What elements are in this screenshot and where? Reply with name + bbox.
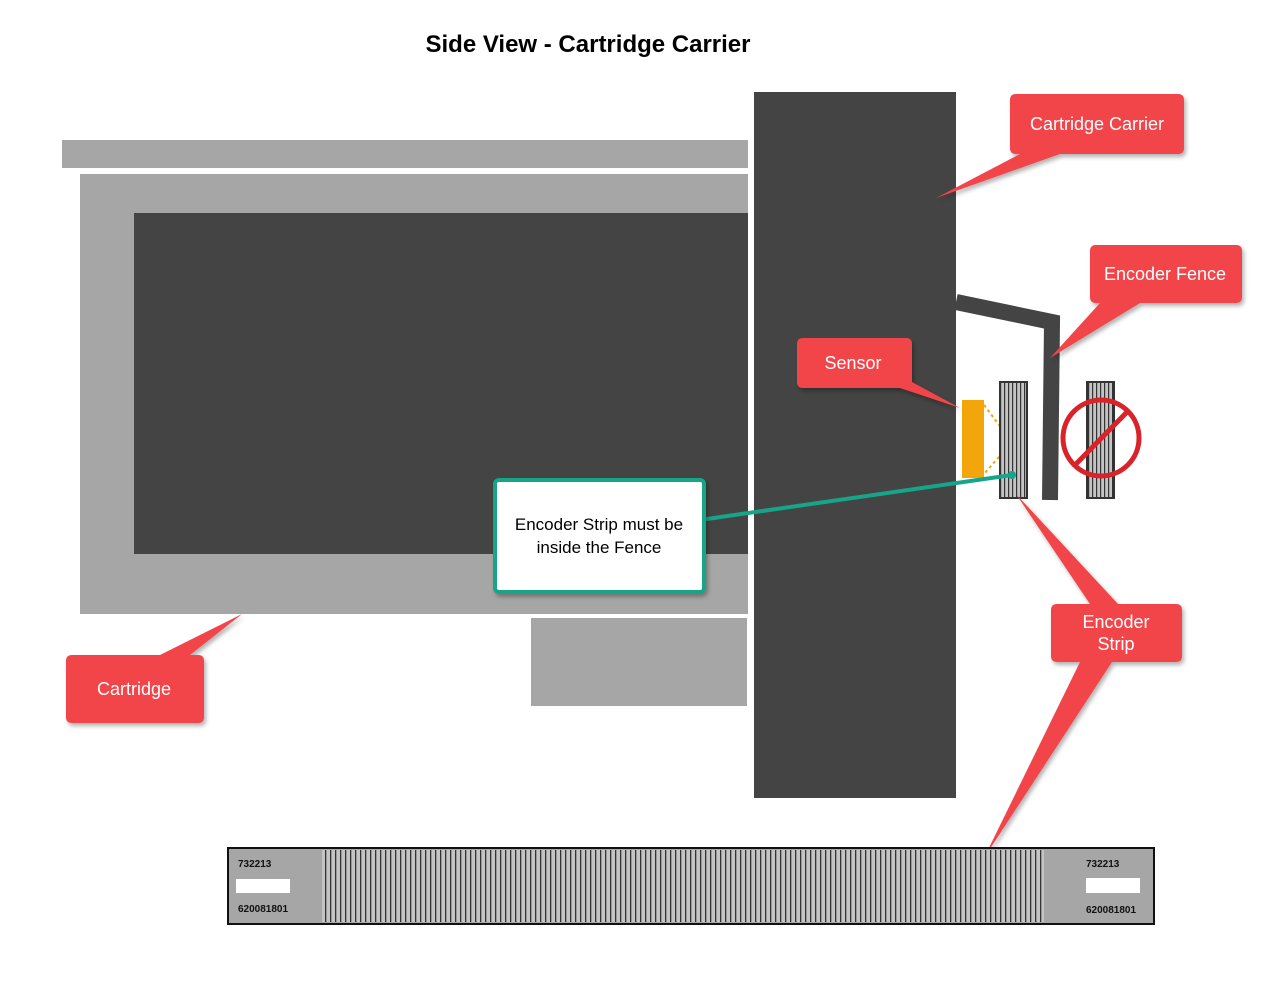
- strip-right-bottom-label: 620081801: [1086, 905, 1136, 916]
- callout-cartridge-label: Cartridge: [97, 679, 171, 699]
- callout-sensor-label: Sensor: [824, 353, 881, 373]
- cartridge-carrier-body: [754, 92, 956, 798]
- encoder-fence: [954, 294, 1061, 501]
- callout-encoder-strip-label-2: Strip: [1097, 634, 1134, 654]
- encoder-strip-wrong: [1060, 381, 1142, 499]
- cartridge-lower-block: [531, 618, 747, 706]
- sensor-shape: [962, 400, 984, 478]
- note-pointer-dot: [1008, 471, 1016, 479]
- encoder-strip-detail: [227, 847, 1155, 925]
- note-line-1: Encoder Strip must be: [515, 515, 683, 534]
- strip-right-window: [1086, 878, 1140, 893]
- diagram-title: Side View - Cartridge Carrier: [425, 31, 750, 58]
- callout-cartridge-carrier-label: Cartridge Carrier: [1030, 114, 1164, 134]
- prohibited-slash: [1073, 409, 1130, 467]
- callout-encoder-fence: [1050, 245, 1242, 358]
- sensor-beam: [983, 404, 1014, 475]
- note-pointer: [699, 473, 1013, 522]
- callout-sensor: [797, 338, 960, 408]
- callout-cartridge: [66, 614, 242, 723]
- encoder-strip-lines: [322, 850, 1044, 922]
- encoder-strip-correct: [999, 381, 1028, 499]
- note-box: [493, 478, 706, 594]
- callout-encoder-fence-label: Encoder Fence: [1104, 264, 1226, 284]
- strip-left-window: [236, 879, 290, 893]
- callout-encoder-strip-label-1: Encoder: [1082, 612, 1149, 632]
- callout-encoder-strip: [984, 494, 1182, 858]
- cartridge-shape: [62, 140, 748, 706]
- strip-left-top-label: 732213: [238, 859, 272, 870]
- strip-left-bottom-label: 620081801: [238, 904, 288, 915]
- note-line-2: inside the Fence: [537, 538, 662, 557]
- cartridge-top-rail: [62, 140, 748, 168]
- strip-right-top-label: 732213: [1086, 859, 1120, 870]
- callout-cartridge-carrier: [936, 94, 1184, 198]
- prohibited-icon: [1060, 397, 1142, 479]
